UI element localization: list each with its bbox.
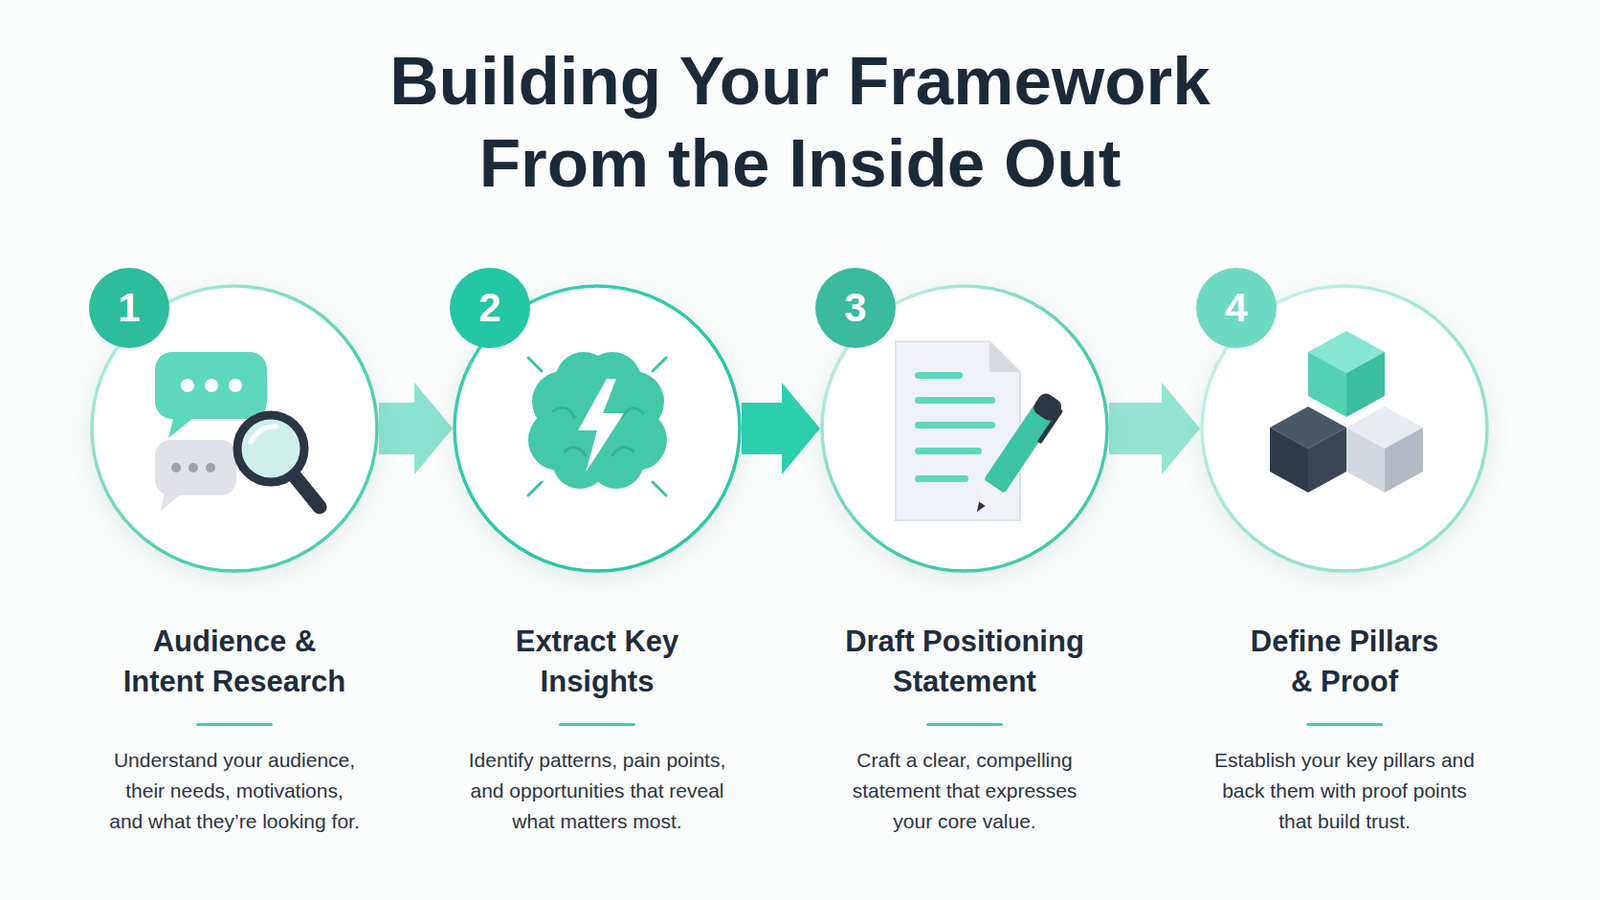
number-badge: 2 xyxy=(449,267,531,349)
badge-circle xyxy=(88,267,170,349)
number-badge: 4 xyxy=(1196,267,1277,349)
badge-circle xyxy=(815,267,896,349)
step-number: 2 xyxy=(449,267,531,349)
step-heading: Draft Positioning Statement xyxy=(825,622,1104,703)
step-heading: Audience & Intent Research xyxy=(114,622,355,703)
number-badge: 3 xyxy=(815,267,896,349)
flow-arrow xyxy=(741,382,821,475)
badge-circle xyxy=(1196,267,1277,349)
ring-circle xyxy=(454,286,740,572)
step-number: 3 xyxy=(815,267,896,349)
heading-underline xyxy=(196,723,273,727)
step-heading: Extract Key Insights xyxy=(463,622,732,703)
step-description: Craft a clear, compelling statement that… xyxy=(841,745,1089,838)
step-description: Establish your key pillars and back them… xyxy=(1208,745,1482,838)
heading-underline xyxy=(1306,723,1383,727)
number-badge: 1 xyxy=(88,267,170,349)
step-number: 1 xyxy=(88,267,170,349)
ring-circle xyxy=(91,286,378,572)
ring-circle xyxy=(1201,286,1488,572)
step-description: Identify patterns, pain points, and oppo… xyxy=(463,745,732,838)
flow-arrow xyxy=(1109,382,1200,475)
step-description: Understand your audience, their needs, m… xyxy=(107,745,362,838)
heading-underline xyxy=(926,723,1003,727)
diagram-title: Building Your Framework From the Inside … xyxy=(345,40,1255,205)
ring-circle xyxy=(822,286,1108,572)
heading-underline xyxy=(558,723,636,727)
step-heading: Define Pillars & Proof xyxy=(1244,622,1445,703)
badge-circle xyxy=(449,267,531,349)
step-number: 4 xyxy=(1196,267,1277,349)
flow-arrow xyxy=(378,382,453,475)
